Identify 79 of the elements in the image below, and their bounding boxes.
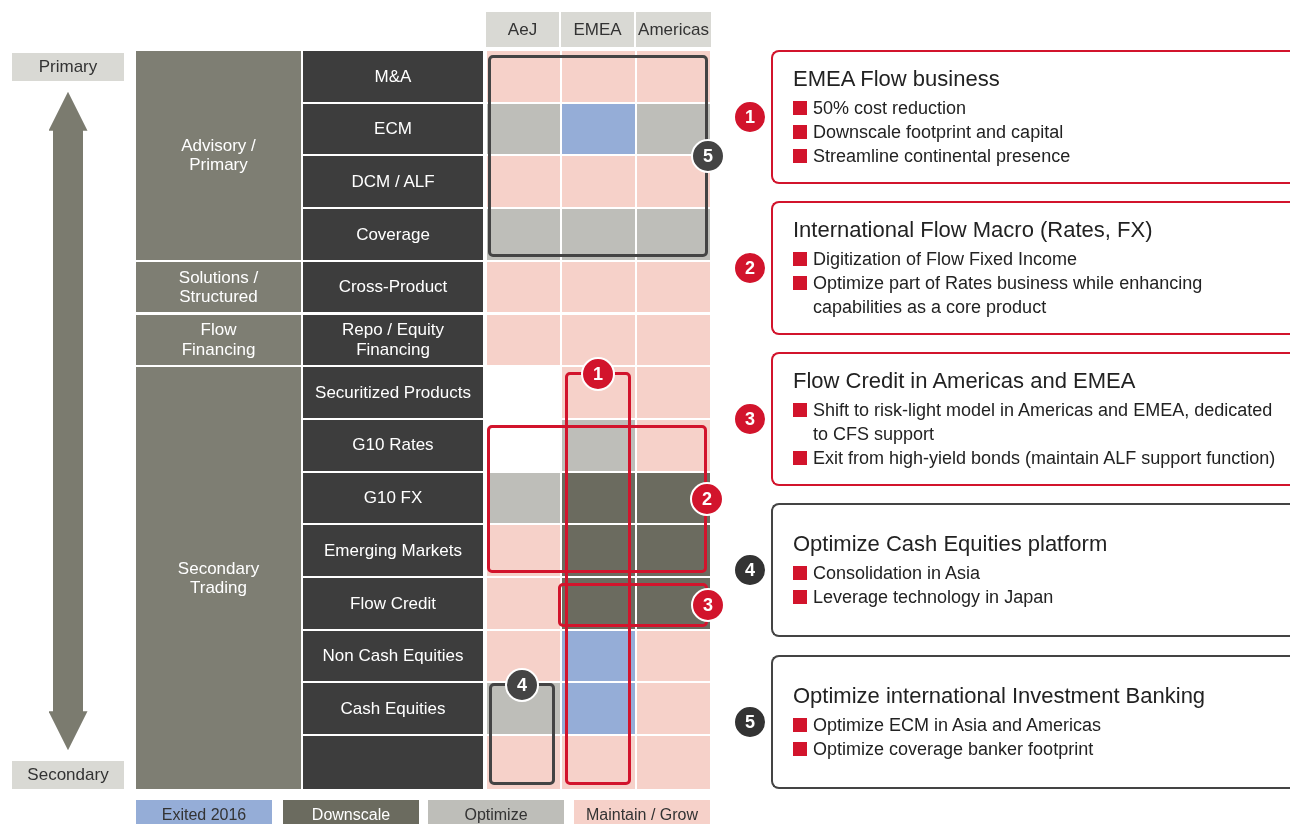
column-header [636, 12, 711, 47]
label-text: Repo / Equity Financing [340, 320, 446, 360]
number-badge: 5 [691, 139, 725, 173]
column-header [561, 12, 634, 47]
callout-panel [771, 655, 1290, 789]
number-badge: 3 [691, 588, 725, 622]
label-text: Cross-Product [338, 277, 448, 297]
legend-label: Downscale [311, 806, 391, 824]
bullet-text: Exit from high-yield bonds (maintain ALF support function) [793, 446, 1290, 471]
number-badge: 2 [733, 251, 767, 285]
callout-panel [771, 201, 1290, 335]
legend-label: Exited 2016 [161, 806, 247, 824]
column-header [486, 12, 559, 47]
label-text: Secondary [27, 765, 109, 785]
group-label [136, 51, 301, 260]
label-text: Emerging Markets [324, 540, 462, 561]
label-text: Americas [638, 19, 709, 40]
row-label [303, 367, 483, 418]
bullet-text: Leverage technology in Japan [793, 585, 1290, 610]
callout-panel [771, 503, 1290, 637]
label-text: ECM [374, 119, 412, 139]
label-text: Primary [38, 57, 98, 77]
label-text: EMEA [573, 19, 622, 40]
label-text: Coverage [356, 224, 430, 245]
row-label [303, 578, 483, 629]
label-text: Securitized Products [315, 382, 471, 403]
bullet-text: Streamline continental presence [793, 144, 1290, 169]
bullet-text: Consolidation in Asia [793, 560, 1290, 585]
row-label [303, 51, 483, 102]
panel-heading: Flow Credit in Americas and EMEA [793, 367, 1137, 394]
label-text: Secondary Trading [176, 558, 261, 598]
label-text: Flow Financing [180, 320, 257, 360]
bullet-text: Optimize coverage banker footprint [793, 737, 1290, 762]
number-badge: 4 [733, 553, 767, 587]
number-badge: 3 [733, 402, 767, 436]
row-label [303, 314, 483, 366]
row-label [303, 630, 483, 682]
row-label [303, 736, 483, 789]
row-label [303, 209, 483, 260]
bullet-text: 50% cost reduction [793, 95, 1290, 120]
legend-label: Optimize [464, 806, 528, 824]
panel-heading: Optimize Cash Equities platform [793, 530, 1109, 557]
label-text: Solutions / Structured [177, 267, 260, 307]
group-label [136, 314, 301, 366]
label-text: Flow Credit [350, 593, 436, 614]
label-text: AeJ [507, 19, 538, 40]
group-label [136, 367, 301, 789]
label-text: Advisory / Primary [180, 135, 257, 175]
number-badge: 2 [690, 482, 724, 516]
bullet-text: Optimize part of Rates business while enhancing capabilities as a core product [793, 270, 1290, 320]
callout-panel [771, 352, 1290, 486]
bullet-text: Shift to risk-light model in Americas and EMEA, dedicated to CFS support [793, 397, 1290, 447]
row-label [303, 525, 483, 576]
row-label [303, 472, 483, 524]
label-text: M&A [374, 66, 412, 87]
label-text: DCM / ALF [351, 171, 435, 192]
legend-label: Maintain / Grow [585, 806, 698, 824]
panel-heading: Optimize international Investment Banking [793, 682, 1207, 709]
panel-heading: International Flow Macro (Rates, FX) [793, 216, 1154, 243]
row-label [303, 156, 483, 208]
group-label [136, 261, 301, 313]
label-text: Non Cash Equities [322, 646, 464, 666]
row-label [303, 103, 483, 155]
number-badge: 5 [733, 705, 767, 739]
label-text: G10 FX [363, 488, 423, 508]
label-text: Cash Equities [340, 698, 446, 719]
scale-label [12, 53, 124, 81]
bullet-text: Optimize ECM in Asia and Americas [793, 712, 1290, 737]
callout-panel [771, 50, 1290, 184]
panel-heading: EMEA Flow business [793, 65, 1001, 92]
number-badge: 1 [733, 100, 767, 134]
row-label [303, 683, 483, 735]
scale-label [12, 761, 124, 789]
row-label [303, 419, 483, 471]
bullet-text: Digitization of Flow Fixed Income [793, 246, 1290, 271]
row-label [303, 261, 483, 313]
label-text: G10 Rates [352, 435, 434, 455]
bullet-text: Downscale footprint and capital [793, 119, 1290, 145]
double-arrow [48, 91, 88, 751]
